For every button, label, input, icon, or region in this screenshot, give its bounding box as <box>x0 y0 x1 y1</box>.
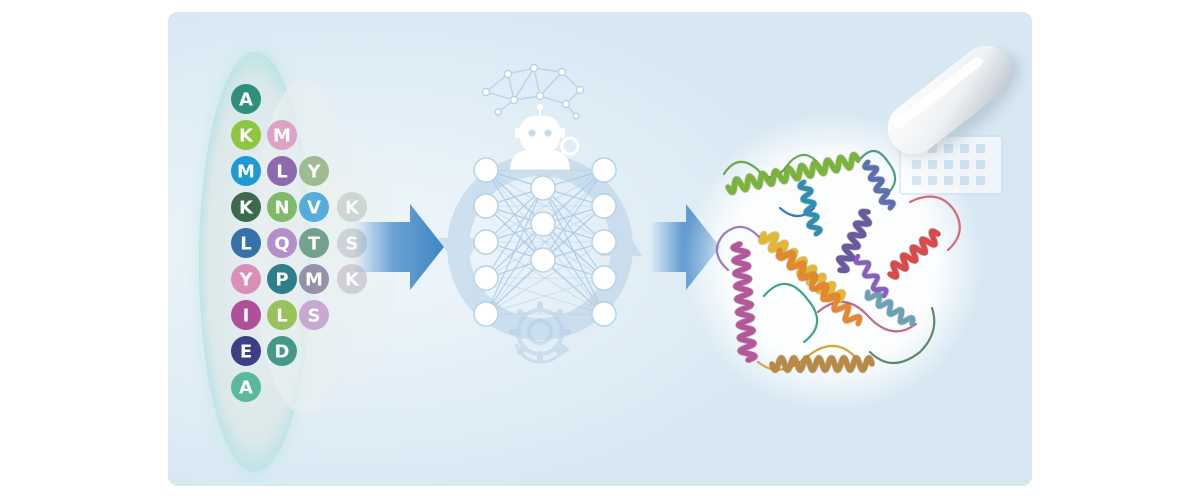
amino-acid-letter: K <box>345 198 360 219</box>
amino-acid-letter: M <box>305 270 323 291</box>
network-node <box>530 211 556 237</box>
robot-icon <box>510 104 570 170</box>
capsule-icon <box>887 45 1021 157</box>
amino-acid-letter: L <box>240 234 251 255</box>
amino-acid-letter: P <box>275 270 288 291</box>
amino-acid-circle: P <box>267 264 297 294</box>
amino-acid-letter: S <box>308 306 321 327</box>
network-node <box>530 247 556 273</box>
network-node <box>591 229 617 255</box>
amino-acid-letter: K <box>239 126 254 147</box>
gear-icon <box>509 301 571 364</box>
network-node <box>591 157 617 183</box>
amino-acid-letter: Y <box>238 270 253 291</box>
amino-acid-circle: I <box>231 300 261 330</box>
arrow-right-icon <box>353 204 444 290</box>
network-node <box>473 157 499 183</box>
amino-acid-letter: I <box>243 306 250 327</box>
amino-acid-circle: A <box>231 84 261 114</box>
protein-helix <box>725 151 861 196</box>
amino-acid-letter: M <box>273 126 291 147</box>
amino-acid-circle: Y <box>231 264 261 294</box>
protein-structure-icon <box>715 149 961 374</box>
protein-loop <box>908 195 961 252</box>
network-node <box>473 265 499 291</box>
network-node <box>591 193 617 219</box>
amino-acid-circle: L <box>267 156 297 186</box>
protein-helix <box>861 159 897 211</box>
network-node <box>591 265 617 291</box>
protein-helix <box>887 227 941 281</box>
protein-helix <box>729 240 759 364</box>
protein-helix <box>864 289 916 327</box>
amino-acid-letter: K <box>239 198 254 219</box>
magnifier-icon <box>554 136 580 164</box>
amino-acid-letter: Q <box>274 234 289 255</box>
amino-acid-letter: V <box>307 198 321 219</box>
protein-helix <box>768 354 876 374</box>
amino-acid-circle: A <box>231 372 261 402</box>
amino-acid-circle: K <box>231 120 261 150</box>
amino-acid-circle: Y <box>299 156 329 186</box>
protein-helix <box>796 179 824 237</box>
amino-acid-circle: K <box>231 192 261 222</box>
protein-loop <box>715 225 762 272</box>
protein-loop <box>868 306 936 365</box>
amino-acid-letter: N <box>274 198 289 219</box>
amino-acid-circle: K <box>337 192 367 222</box>
amino-acid-letter: L <box>276 162 287 183</box>
protein-loop <box>762 282 819 344</box>
network-node <box>473 301 499 327</box>
amino-acid-circle: M <box>267 120 297 150</box>
protein-helix <box>835 208 873 274</box>
amino-acid-circle: L <box>231 228 261 258</box>
amino-acid-circle: L <box>267 300 297 330</box>
amino-acid-circle: S <box>299 300 329 330</box>
network-node <box>473 229 499 255</box>
amino-acid-circle: D <box>267 336 297 366</box>
amino-acid-circle: M <box>231 156 261 186</box>
amino-acid-circle: M <box>299 264 329 294</box>
amino-acid-letter: L <box>276 306 287 327</box>
protein-helix <box>852 253 890 299</box>
amino-acid-letter: E <box>240 342 252 363</box>
amino-acid-circle: T <box>299 228 329 258</box>
amino-acid-circle: E <box>231 336 261 366</box>
amino-acid-letter: A <box>239 90 253 111</box>
amino-acid-letter: A <box>239 378 253 399</box>
protein-loop <box>778 206 816 218</box>
network-node <box>473 193 499 219</box>
amino-acid-letter: K <box>345 270 360 291</box>
amino-acid-circle: N <box>267 192 297 222</box>
amino-acid-letter: M <box>237 162 255 183</box>
amino-acid-circle: V <box>299 192 329 222</box>
protein-helix <box>775 247 863 327</box>
neural-network <box>473 157 617 327</box>
amino-acid-letter: Y <box>306 162 321 183</box>
amino-acid-letter: T <box>308 234 321 255</box>
network-node <box>591 301 617 327</box>
protein-loop <box>856 149 897 198</box>
amino-acid-letter: D <box>275 342 290 363</box>
amino-acid-circle: Q <box>267 228 297 258</box>
network-node <box>530 175 556 201</box>
network-icon <box>481 63 585 120</box>
